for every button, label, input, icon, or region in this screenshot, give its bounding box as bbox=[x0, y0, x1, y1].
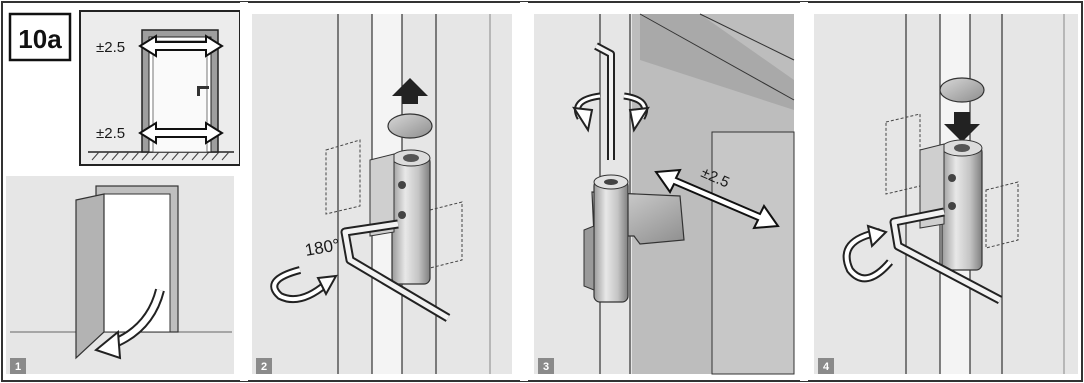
step-2-number: 2 bbox=[261, 361, 267, 373]
section-label: 10a bbox=[18, 24, 62, 54]
step-1-panel: 1 bbox=[6, 176, 234, 374]
overview-panel: ±2.5 ±2.5 bbox=[80, 11, 240, 165]
step4-cover-cap bbox=[940, 78, 984, 102]
step-3-panel: ±2.5 3 bbox=[534, 14, 794, 374]
step2-hinge-body bbox=[392, 156, 430, 284]
step3-hinge-body bbox=[594, 180, 628, 302]
bottom-tolerance-label: ±2.5 bbox=[96, 125, 125, 142]
step-4-number: 4 bbox=[823, 361, 830, 373]
step2-cover-cap bbox=[388, 114, 432, 138]
step-1-number: 1 bbox=[15, 361, 21, 373]
step4-hinge-body bbox=[942, 146, 982, 270]
section-label-badge: 10a bbox=[10, 14, 70, 60]
top-tolerance-label: ±2.5 bbox=[96, 39, 125, 56]
step-4-panel: 4 bbox=[814, 14, 1078, 374]
step-3-number: 3 bbox=[543, 361, 549, 373]
step1-open-door bbox=[76, 194, 104, 358]
step-2-panel: 180° 2 bbox=[252, 14, 512, 374]
